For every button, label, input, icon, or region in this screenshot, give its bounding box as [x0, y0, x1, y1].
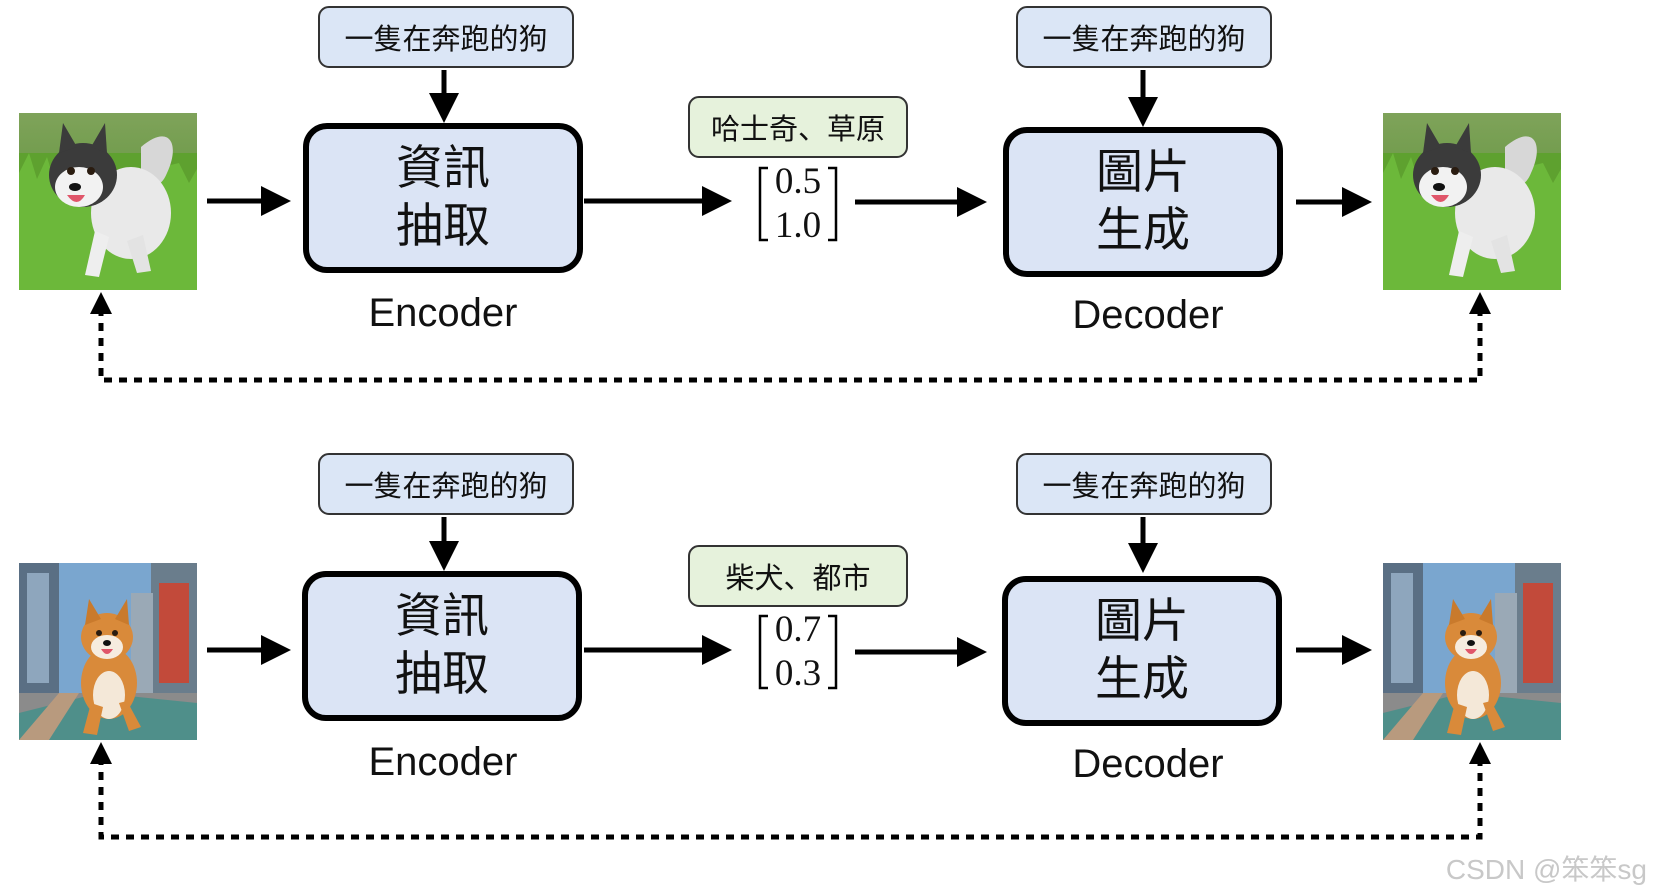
keyword-box: 柴犬、都市 [688, 545, 908, 607]
decoder-block-line1: 圖片 [1095, 594, 1189, 649]
latent-vector: 0.7 0.3 [748, 609, 848, 694]
vector-value-bottom: 1.0 [774, 205, 822, 246]
encoder-label: Encoder [368, 291, 518, 335]
encoder-prompt-text: 一隻在奔跑的狗 [344, 469, 548, 503]
encoder-block-line1: 資訊 [395, 589, 489, 644]
encoder-label: Encoder [368, 740, 518, 784]
keyword-box: 哈士奇、草原 [688, 96, 908, 158]
encoder-block-line2: 抽取 [396, 199, 490, 254]
loop-arrowhead-right-1 [1469, 292, 1491, 314]
watermark: CSDN @笨笨sg [1445, 854, 1647, 885]
decoder-prompt-box: 一隻在奔跑的狗 [1016, 453, 1272, 515]
husky-photo-icon [1383, 113, 1561, 290]
decoder-block-line2: 生成 [1095, 652, 1189, 707]
vector-value-top: 0.5 [774, 161, 822, 202]
decoder-prompt-text: 一隻在奔跑的狗 [1042, 469, 1246, 503]
shiba-photo-icon [1383, 563, 1561, 740]
decoder-block: 圖片 生成 [1003, 127, 1283, 277]
decoder-prompt-text: 一隻在奔跑的狗 [1042, 22, 1246, 56]
encoder-prompt-box: 一隻在奔跑的狗 [318, 6, 574, 68]
encoder-block-line2: 抽取 [395, 647, 489, 702]
keyword-text: 哈士奇、草原 [710, 112, 885, 146]
decoder-block-line2: 生成 [1096, 203, 1190, 258]
vector-value-top: 0.7 [774, 609, 822, 650]
output-image-shiba [1383, 563, 1561, 740]
decoder-prompt-box: 一隻在奔跑的狗 [1016, 6, 1272, 68]
vector-value-bottom: 0.3 [774, 653, 822, 694]
dashed-loop-2 [98, 758, 1483, 840]
encoder-prompt-box: 一隻在奔跑的狗 [318, 453, 574, 515]
encoder-block-line1: 資訊 [396, 141, 490, 196]
decoder-label: Decoder [1072, 293, 1224, 337]
encoder-block: 資訊 抽取 [303, 123, 583, 273]
vector-brackets [758, 614, 838, 690]
shiba-photo-icon [19, 563, 197, 740]
loop-arrowhead-left-2 [90, 742, 112, 764]
latent-vector: 0.5 1.0 [748, 161, 848, 246]
husky-photo-icon [19, 113, 197, 290]
encoder-block: 資訊 抽取 [302, 571, 582, 721]
input-image-shiba [19, 563, 197, 740]
input-image-husky [19, 113, 197, 290]
loop-arrowhead-left-1 [90, 292, 112, 314]
vector-brackets [758, 166, 838, 242]
encoder-prompt-text: 一隻在奔跑的狗 [344, 22, 548, 56]
decoder-block: 圖片 生成 [1002, 576, 1282, 726]
loop-arrowhead-right-2 [1469, 742, 1491, 764]
decoder-block-line1: 圖片 [1096, 145, 1190, 200]
decoder-label: Decoder [1072, 742, 1224, 786]
dashed-loop-1 [98, 308, 1483, 383]
output-image-husky [1383, 113, 1561, 290]
keyword-text: 柴犬、都市 [725, 561, 871, 595]
